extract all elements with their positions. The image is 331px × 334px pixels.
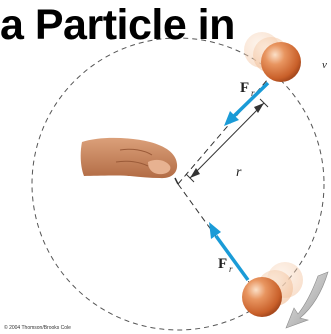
- bottom-ball-sphere-icon: [242, 277, 282, 317]
- top-ball-sphere-icon: [261, 42, 301, 82]
- hand-icon: [80, 137, 178, 179]
- force-label-bottom-sub: r: [229, 264, 233, 274]
- curved-arrow-icon: [285, 271, 329, 329]
- force-arrow-top: [224, 81, 270, 126]
- radius-line-top: [177, 64, 281, 185]
- radius-dimension: [185, 98, 269, 183]
- string: [174, 177, 179, 185]
- page-title: a Particle in: [0, 1, 235, 49]
- force-label-bottom: F: [218, 256, 227, 272]
- radius-label: r: [236, 165, 242, 180]
- circular-path: [31, 37, 325, 331]
- copyright-notice: © 2004 Thomson/Brooks Cole: [4, 325, 71, 331]
- force-label-top: F: [240, 80, 249, 96]
- force-label-top-sub: r: [251, 88, 255, 98]
- force-arrow-bottom: [209, 222, 250, 282]
- svg-text:v: v: [322, 59, 327, 71]
